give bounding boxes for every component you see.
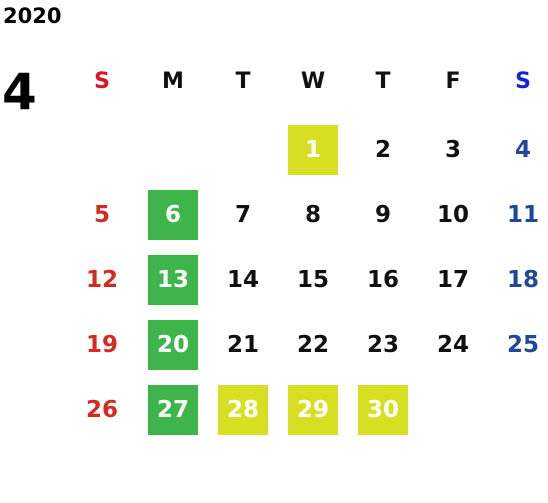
day-cell-10[interactable]: 10 [436, 202, 469, 228]
day-cell-16[interactable]: 16 [366, 267, 399, 293]
day-cell-3[interactable]: 3 [444, 137, 461, 163]
day-cell-1[interactable]: 1 [288, 125, 338, 175]
weekday-header-0: S [94, 68, 110, 94]
day-cell-18[interactable]: 18 [506, 267, 539, 293]
weekday-header-5: F [445, 68, 461, 94]
day-cell-9[interactable]: 9 [374, 202, 391, 228]
day-cell-8[interactable]: 8 [304, 202, 321, 228]
day-cell-2[interactable]: 2 [374, 137, 391, 163]
day-cell-5[interactable]: 5 [93, 202, 110, 228]
day-cell-17[interactable]: 17 [436, 267, 469, 293]
day-cell-empty [428, 385, 478, 435]
day-cell-22[interactable]: 22 [296, 332, 329, 358]
day-cell-13[interactable]: 13 [148, 255, 198, 305]
day-cell-12[interactable]: 12 [85, 267, 118, 293]
day-cell-19[interactable]: 19 [85, 332, 118, 358]
weekday-header-1: M [162, 68, 184, 94]
day-cell-6[interactable]: 6 [148, 190, 198, 240]
day-cell-24[interactable]: 24 [436, 332, 469, 358]
day-cell-27[interactable]: 27 [148, 385, 198, 435]
day-cell-28[interactable]: 28 [218, 385, 268, 435]
day-cell-14[interactable]: 14 [226, 267, 259, 293]
day-cell-empty [148, 125, 198, 175]
day-cell-7[interactable]: 7 [234, 202, 251, 228]
day-cell-23[interactable]: 23 [366, 332, 399, 358]
year-label: 2020 [3, 4, 62, 28]
day-cell-4[interactable]: 4 [514, 137, 531, 163]
day-cell-11[interactable]: 11 [506, 202, 539, 228]
weekday-header-2: T [235, 68, 251, 94]
day-cell-20[interactable]: 20 [148, 320, 198, 370]
weekday-header-4: T [375, 68, 391, 94]
weekday-header-6: S [515, 68, 531, 94]
weekday-header-3: W [300, 68, 326, 94]
day-cell-25[interactable]: 25 [506, 332, 539, 358]
day-cell-empty [218, 125, 268, 175]
month-number: 4 [2, 63, 37, 121]
day-cell-21[interactable]: 21 [226, 332, 259, 358]
day-cell-30[interactable]: 30 [358, 385, 408, 435]
day-cell-15[interactable]: 15 [296, 267, 329, 293]
day-cell-empty [77, 125, 127, 175]
day-cell-empty [498, 385, 548, 435]
day-cell-29[interactable]: 29 [288, 385, 338, 435]
day-cell-26[interactable]: 26 [85, 397, 118, 423]
